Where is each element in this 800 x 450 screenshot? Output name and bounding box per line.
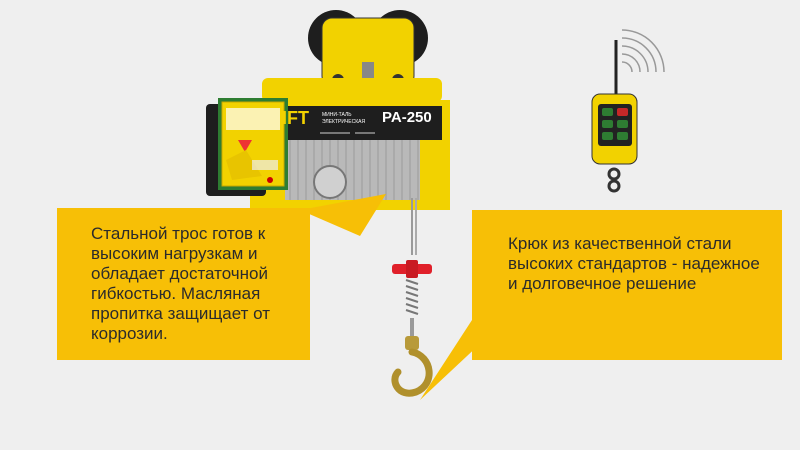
hook-callout: Крюк из качественной стали высоких станд… [472, 210, 782, 360]
callout-pointer-left [300, 194, 386, 236]
rope-and-hook [391, 198, 433, 397]
trolley [308, 10, 428, 87]
product-type-line1: МИНИ-ТАЛЬ [322, 112, 352, 118]
product-type-line2: ЭЛЕКТРИЧЕСКАЯ [322, 119, 366, 125]
rope-callout-text: Стальной трос готов к высоким нагрузкам … [91, 224, 271, 343]
hook-callout-text: Крюк из качественной стали высоких станд… [508, 234, 760, 293]
wireless-signal-icon [621, 29, 665, 73]
control-box [218, 98, 288, 190]
callout-pointer-right [420, 320, 482, 400]
brand-label: IFT [282, 108, 309, 128]
product-model: PA-250 [382, 109, 432, 126]
remote-control-icon [591, 40, 638, 193]
rope-callout: Стальной трос готов к высоким нагрузкам … [57, 208, 310, 360]
